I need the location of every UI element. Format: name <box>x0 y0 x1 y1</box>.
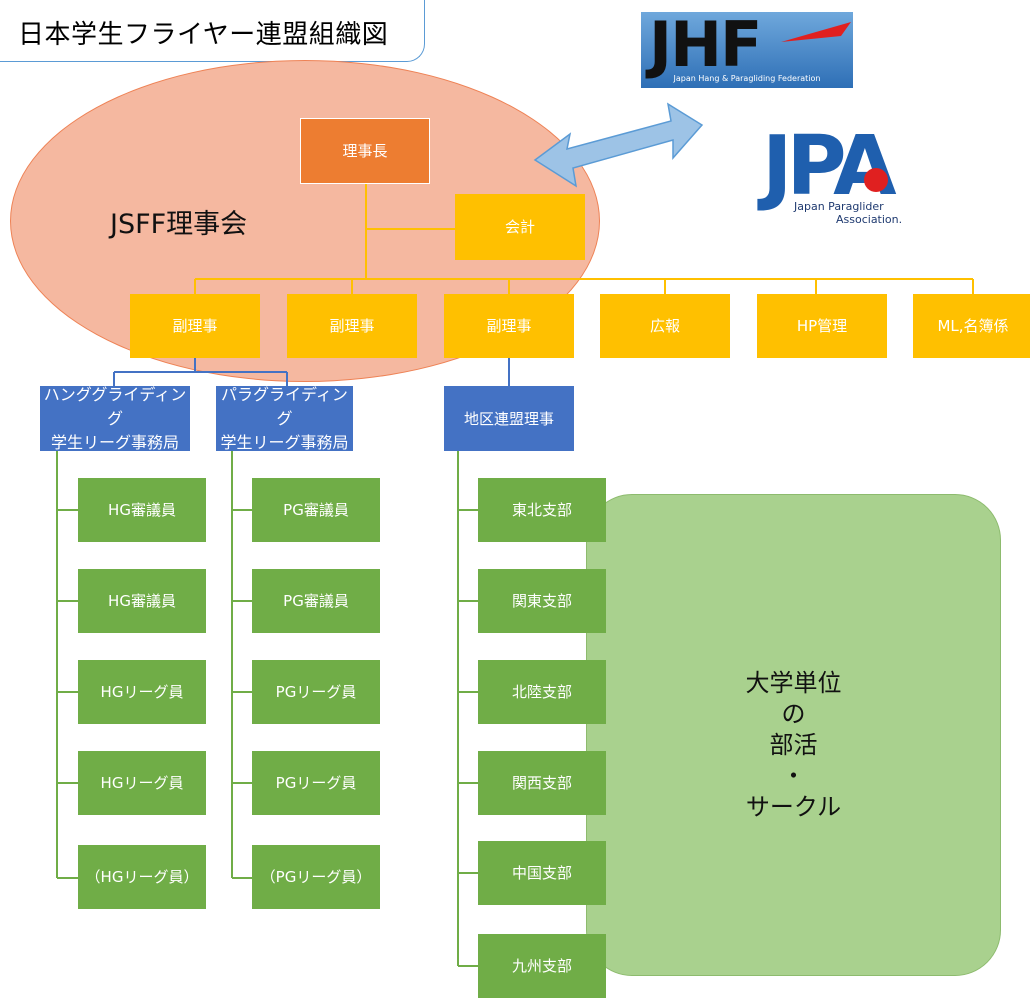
hg-member-box: HG審議員 <box>78 569 206 633</box>
pg-member-box: PGリーグ員 <box>252 751 380 815</box>
branch-box: 関東支部 <box>478 569 606 633</box>
hg-member-box: HG審議員 <box>78 478 206 542</box>
branch-box: 九州支部 <box>478 934 606 998</box>
club-line: ・ <box>781 762 806 790</box>
chairman-box: 理事長 <box>300 118 430 184</box>
branch-box: 北陸支部 <box>478 660 606 724</box>
jpa-logo-letters: JPA <box>762 119 897 214</box>
branch-box: 関西支部 <box>478 751 606 815</box>
club-line: 大学単位 <box>745 669 842 697</box>
branch-box: 東北支部 <box>478 478 606 542</box>
hg-league-office-box: ハンググライディング 学生リーグ事務局 <box>40 384 190 452</box>
hg-member-box: HGリーグ員 <box>78 751 206 815</box>
hg-member-box: （HGリーグ員） <box>78 845 206 909</box>
pg-league-office-box: パラグライディング 学生リーグ事務局 <box>216 384 353 452</box>
council-label: JSFF理事会 <box>110 209 248 240</box>
jhf-wing-icon <box>781 22 851 42</box>
jpa-logo: JPA Japan Paraglider Association. <box>762 122 930 232</box>
pg-member-box: PG審議員 <box>252 478 380 542</box>
double-arrow-icon <box>533 102 704 188</box>
title-box <box>0 0 425 62</box>
vice-director-box: 副理事 <box>287 294 417 358</box>
hg-member-box: HGリーグ員 <box>78 660 206 724</box>
jhf-logo-letters: JHF <box>649 8 762 81</box>
hg-office-line2: 学生リーグ事務局 <box>50 432 179 452</box>
university-clubs-text: 大学単位 の 部活 ・ サークル <box>586 668 1001 823</box>
vice-director-box: 副理事 <box>444 294 574 358</box>
pg-office-line2: 学生リーグ事務局 <box>220 432 349 452</box>
ml-roster-box: ML,名簿係 <box>913 294 1030 358</box>
jpa-sun-icon <box>864 168 888 192</box>
pg-member-box: PGリーグ員 <box>252 660 380 724</box>
club-line: の <box>781 700 806 728</box>
branch-box: 中国支部 <box>478 841 606 905</box>
hg-office-line1: ハンググライディング <box>43 384 187 428</box>
pg-member-box: PG審議員 <box>252 569 380 633</box>
hp-admin-box: HP管理 <box>757 294 887 358</box>
vice-director-box: 副理事 <box>130 294 260 358</box>
pg-member-box: （PGリーグ員） <box>252 845 380 909</box>
page-title: 日本学生フライヤー連盟組織図 <box>18 20 389 50</box>
pr-box: 広報 <box>600 294 730 358</box>
club-line: サークル <box>745 793 842 821</box>
jhf-logo-subtitle: Japan Hang & Paragliding Federation <box>673 74 821 83</box>
treasurer-box: 会計 <box>455 194 585 260</box>
jpa-logo-line2: Association. <box>836 213 903 226</box>
district-director-box: 地区連盟理事 <box>444 386 574 451</box>
pg-office-line1: パラグライディング <box>221 384 348 428</box>
jpa-logo-line1: Japan Paraglider <box>794 200 884 213</box>
club-line: 部活 <box>769 731 818 759</box>
university-clubs-area <box>586 494 1001 976</box>
jhf-logo: JHF Japan Hang & Paragliding Federation <box>641 12 853 88</box>
